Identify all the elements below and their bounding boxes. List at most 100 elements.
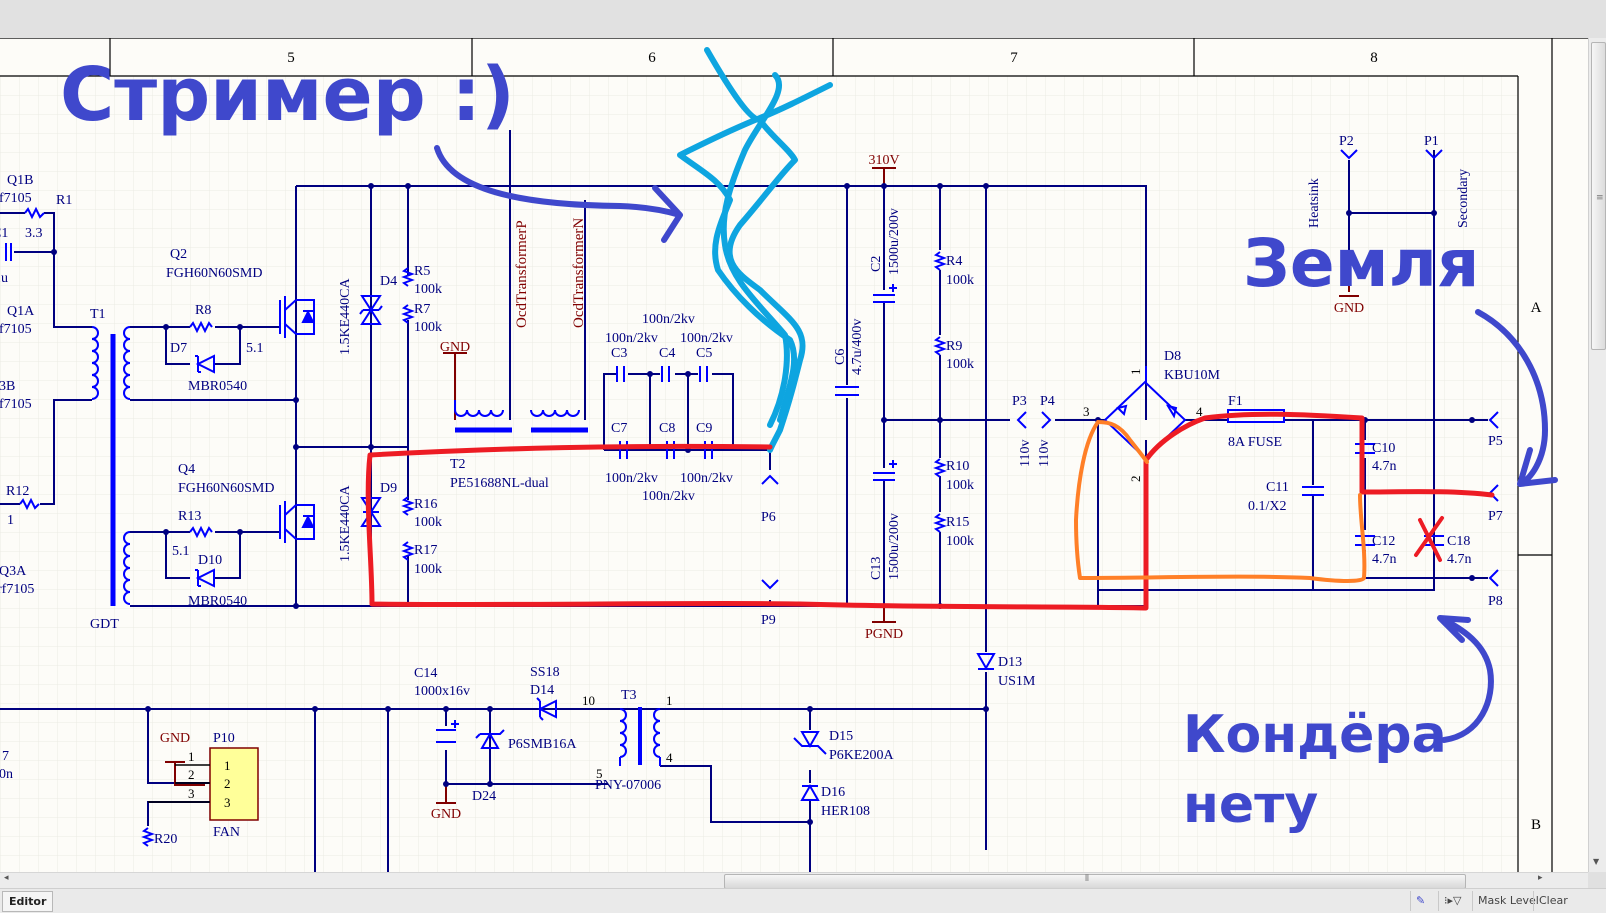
c1-ref: C1 (0, 226, 8, 241)
scroll-grip-icon: ⦀ (1085, 874, 1089, 884)
p3-value: 110v (1018, 440, 1033, 467)
power-label-gnd-c14: GND (431, 807, 461, 822)
c6-value: 4.7u/400v (850, 319, 865, 375)
q1a-value: f7105 (0, 322, 32, 337)
p8-label: P8 (1488, 594, 1503, 609)
c18-ref: C18 (1447, 534, 1470, 549)
c5-ref: C5 (696, 346, 712, 361)
d4-ref: D4 (380, 274, 397, 289)
t3-ref: T3 (621, 688, 637, 703)
d24-value: P6SMB16A (508, 737, 577, 752)
p1-ref: P1 (1424, 134, 1439, 149)
q2-ref: Q2 (170, 247, 187, 262)
c12-ref: C12 (1372, 534, 1395, 549)
component-symbols (5, 149, 1499, 847)
c2-value: 1500u/200v (887, 208, 902, 275)
net-label-ocd-n: OcdTransformerN (571, 218, 587, 328)
left-c-ref: 7 (2, 749, 9, 764)
fan-pin-1-inner: 1 (224, 758, 231, 773)
r1-value: 3.3 (25, 226, 43, 241)
annotation-cap-missing-line2: нету (1183, 775, 1318, 835)
r12-ref: R12 (6, 484, 29, 499)
status-bar: Editor ✎ ⁝▸▽ Mask Level Clear (0, 888, 1606, 913)
d7-value: MBR0540 (188, 379, 247, 394)
toolbar-area (0, 0, 1606, 39)
r1-ref: R1 (56, 193, 72, 208)
t1-value: GDT (90, 617, 119, 632)
t3-pin-1: 1 (666, 693, 673, 708)
power-label-gnd-t2: GND (440, 340, 470, 355)
c8-value: 100n/2kv (642, 489, 695, 504)
power-label-310v: 310V (868, 153, 899, 168)
d16-ref: D16 (821, 785, 845, 800)
d8-value: KBU10M (1164, 368, 1221, 383)
c9-ref: C9 (696, 421, 712, 436)
d8-pin-3: 3 (1083, 404, 1090, 419)
d10-ref: D10 (198, 553, 222, 568)
scroll-grip-icon: ≡ (1596, 193, 1604, 203)
r5-ref: R5 (414, 264, 430, 279)
scroll-left-arrow-icon[interactable]: ◂ (4, 873, 9, 883)
c8-ref: C8 (659, 421, 675, 436)
zone-col-8: 8 (1370, 50, 1378, 66)
clear-button[interactable]: Clear (1533, 891, 1573, 911)
d24-ref: D24 (472, 789, 496, 804)
fan-pin-2-inner: 2 (224, 776, 231, 791)
r16-ref: R16 (414, 497, 437, 512)
q2-value: FGH60N60SMD (166, 266, 262, 281)
p4-ref: P4 (1040, 394, 1055, 409)
d14-ref: SS18 (530, 665, 560, 680)
r13-value: 5.1 (172, 544, 190, 559)
fan-connector-body (209, 747, 259, 821)
zone-col-7: 7 (1010, 50, 1018, 66)
t3-value: PNY-07006 (595, 778, 661, 793)
q4-value: FGH60N60SMD (178, 481, 274, 496)
c6-ref: C6 (833, 349, 848, 365)
fan-pin-3-inner: 3 (224, 795, 231, 810)
r16-value: 100k (414, 515, 442, 530)
horizontal-scroll-thumb[interactable]: ⦀ (724, 874, 1466, 889)
vertical-scroll-thumb[interactable]: ≡ (1591, 42, 1606, 350)
t3-pin-5: 5 (596, 766, 603, 781)
schematic-canvas[interactable]: 5 6 7 8 A B (0, 38, 1588, 872)
q1b-ref: Q1B (7, 173, 33, 188)
fan-pin-1-outer: 1 (188, 749, 195, 764)
r10-value: 100k (946, 478, 974, 493)
horizontal-scrollbar[interactable]: ◂ ⦀ ▸ (0, 872, 1588, 889)
c14-ref: C14 (414, 666, 437, 681)
zone-row-b: B (1531, 817, 1541, 833)
power-label-gnd-fan: GND (160, 731, 190, 746)
t2-value: PE51688NL-dual (450, 476, 549, 491)
r13-ref: R13 (178, 509, 201, 524)
power-label-pgnd: PGND (865, 627, 903, 642)
d15-value: P6KE200A (829, 748, 894, 763)
r5-value: 100k (414, 282, 442, 297)
d9-ref: D9 (380, 481, 397, 496)
c13-ref: C13 (869, 557, 884, 580)
d14-value: D14 (530, 683, 554, 698)
pencil-icon[interactable]: ✎ (1410, 891, 1430, 911)
p1-value: Secondary (1456, 169, 1471, 228)
r4-value: 100k (946, 273, 974, 288)
annotation-ground: Земля (1243, 225, 1479, 302)
editor-tab[interactable]: Editor (2, 891, 54, 912)
fan-pin-3-outer: 3 (188, 786, 195, 801)
f1-value: 8A FUSE (1228, 435, 1282, 450)
annotation-streamer: Стример :) (60, 52, 515, 138)
d16-value: HER108 (821, 804, 870, 819)
q1a-ref: Q1A (7, 304, 35, 319)
scroll-down-arrow-icon[interactable]: ▼ (1593, 857, 1600, 866)
r8-value: 5.1 (246, 341, 264, 356)
mask-level-button[interactable]: Mask Level (1472, 891, 1544, 911)
q1b-value: f7105 (0, 191, 32, 206)
r17-ref: R17 (414, 543, 437, 558)
c4-ref: C4 (659, 346, 675, 361)
vertical-scrollbar[interactable]: ≡ ▼ (1588, 38, 1606, 872)
p9-label: P9 (761, 613, 776, 628)
scroll-right-arrow-icon[interactable]: ▸ (1538, 873, 1543, 883)
red-cross-c18 (1414, 516, 1444, 562)
filter-icon[interactable]: ⁝▸▽ (1438, 891, 1466, 911)
c7-ref: C7 (611, 421, 627, 436)
annotation-cap-missing-line1: Кондёра (1183, 705, 1447, 765)
c18-value: 4.7n (1447, 552, 1472, 567)
